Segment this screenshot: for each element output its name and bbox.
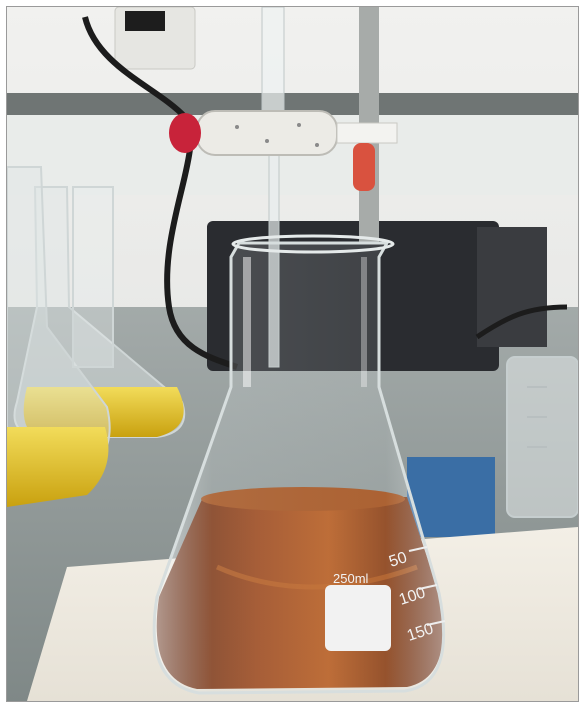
marking-patch xyxy=(325,585,391,651)
graduation-label: 50 xyxy=(387,549,409,571)
graduation-line xyxy=(418,584,438,590)
stopcock xyxy=(169,110,398,191)
cable xyxy=(475,304,568,340)
graduation-line xyxy=(426,620,446,626)
yellow-flasks xyxy=(7,166,186,507)
shelf xyxy=(7,93,578,115)
blue-book xyxy=(407,457,495,537)
graduation-line xyxy=(408,546,428,552)
right-beaker xyxy=(506,356,578,518)
flask-rim xyxy=(231,234,395,254)
plug xyxy=(125,11,165,31)
burette xyxy=(261,7,285,118)
flask-glass xyxy=(152,241,446,695)
black-tubing xyxy=(82,16,238,370)
capacity-label: 250ml xyxy=(333,571,369,586)
